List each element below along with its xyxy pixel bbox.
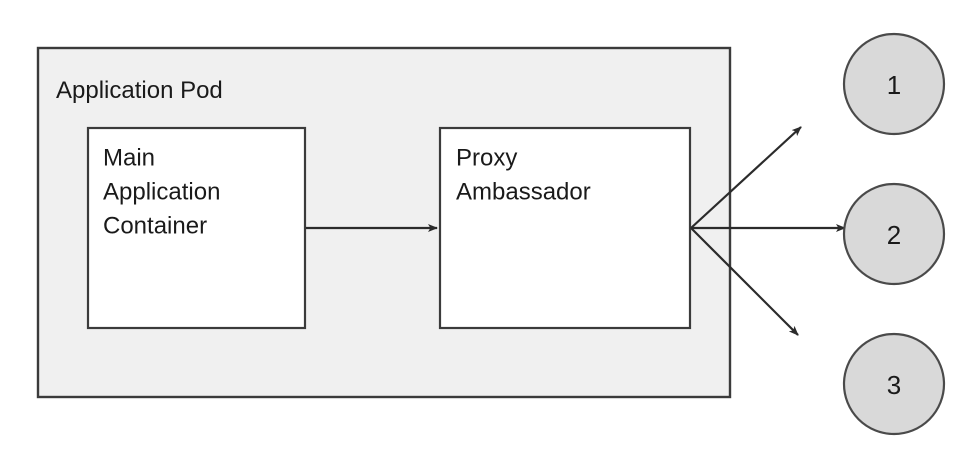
edge-proxy-to-node-3 (690, 227, 799, 336)
external-node-1[interactable] (842, 32, 946, 136)
external-node-3-label: 3 (887, 370, 901, 400)
application-pod-label: Application Pod (56, 77, 223, 104)
proxy-ambassador-line-2: Ambassador (456, 178, 591, 205)
external-node-1-label: 1 (887, 70, 901, 100)
main-application-container-line-2: Application (103, 178, 220, 205)
proxy-ambassador-box (438, 126, 692, 330)
edge-proxy-to-node-1 (690, 126, 802, 229)
external-node-2[interactable] (842, 182, 946, 286)
external-node-3[interactable] (842, 332, 946, 436)
main-application-container-box (86, 126, 307, 330)
proxy-ambassador-line-1: Proxy (456, 144, 517, 171)
main-application-container-line-1: Main (103, 144, 155, 171)
external-node-2-label: 2 (887, 220, 901, 250)
main-application-container-line-3: Container (103, 212, 207, 239)
